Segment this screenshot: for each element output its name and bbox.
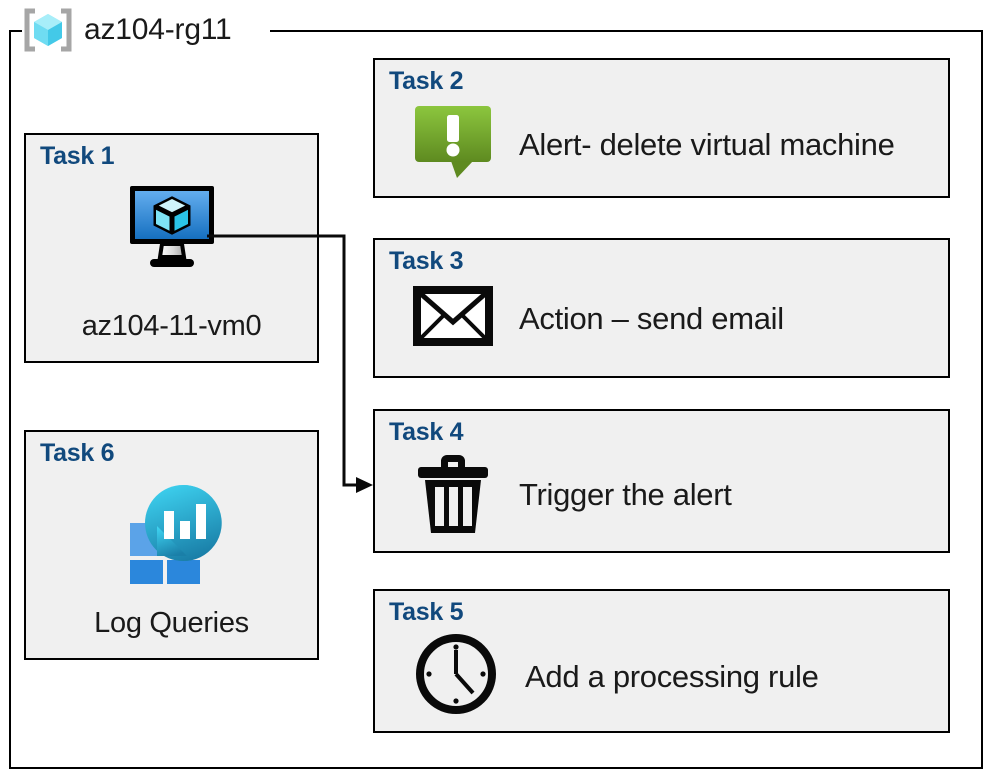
task-6-icon-wrap	[26, 480, 317, 593]
task-5-title: Task 5	[389, 598, 464, 626]
task-4-title: Task 4	[389, 418, 464, 446]
task-2-card[interactable]: Task 2 Alert- delete virtual machin	[373, 58, 950, 198]
task-1-icon-wrap	[26, 183, 317, 276]
task-5-label: Add a processing rule	[525, 658, 819, 694]
trash-can-icon	[413, 449, 493, 540]
task-3-title: Task 3	[389, 247, 464, 275]
virtual-machine-icon	[126, 183, 218, 276]
task-1-label: az104-11-vm0	[81, 310, 262, 342]
task-1-title: Task 1	[40, 142, 115, 170]
task-3-label: Action – send email	[519, 300, 784, 336]
task-4-card[interactable]: Task 4 Trigger the alert	[373, 409, 950, 553]
task-3-card[interactable]: Task 3 Action – send email	[373, 238, 950, 378]
task-5-row: Add a processing rule	[413, 631, 938, 722]
resource-group-container	[9, 30, 983, 769]
log-analytics-icon	[117, 480, 227, 593]
task-2-row: Alert- delete virtual machine	[413, 104, 938, 185]
alert-exclamation-icon	[413, 104, 493, 185]
task-6-title: Task 6	[40, 439, 115, 467]
envelope-icon	[413, 284, 493, 353]
task-4-row: Trigger the alert	[413, 449, 938, 540]
resource-group-header: az104-rg11	[22, 4, 232, 56]
task-5-card[interactable]: Task 5 Add a processing rule	[373, 589, 950, 733]
resource-group-name: az104-rg11	[84, 13, 232, 46]
resource-group-label-gap	[22, 22, 270, 40]
task-1-card[interactable]: Task 1	[24, 133, 319, 363]
task-4-label: Trigger the alert	[519, 476, 732, 512]
task-2-label: Alert- delete virtual machine	[519, 126, 895, 162]
clock-icon	[413, 631, 499, 722]
task-6-label: Log Queries	[94, 607, 249, 639]
task-2-title: Task 2	[389, 67, 464, 95]
task-6-card[interactable]: Task 6	[24, 430, 319, 660]
resource-group-cube-icon	[22, 7, 74, 53]
task-3-row: Action – send email	[413, 284, 938, 353]
